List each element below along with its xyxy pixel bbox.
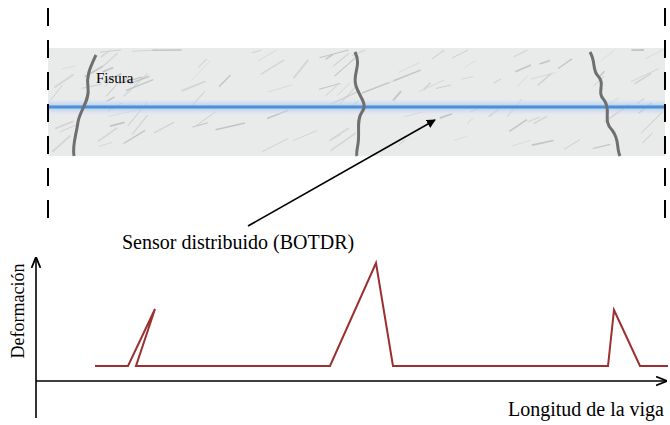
texture-stroke xyxy=(262,138,288,151)
section-line xyxy=(47,8,49,232)
texture-stroke xyxy=(329,128,349,141)
texture-stroke xyxy=(641,111,663,133)
texture-stroke xyxy=(531,73,555,79)
texture-stroke xyxy=(54,74,73,87)
texture-stroke xyxy=(532,141,554,146)
texture-stroke xyxy=(631,49,644,51)
texture-stroke xyxy=(511,140,530,146)
texture-stroke xyxy=(252,50,261,53)
texture-stroke xyxy=(534,116,547,123)
strain-curve xyxy=(95,263,668,366)
concrete-beam xyxy=(48,48,665,156)
texture-stroke xyxy=(436,85,451,89)
y-axis xyxy=(35,258,37,418)
texture-stroke xyxy=(98,128,117,141)
texture-stroke xyxy=(513,50,527,57)
sensor-label: Sensor distribuido (BOTDR) xyxy=(122,232,354,252)
crack xyxy=(73,55,96,156)
section-line xyxy=(664,8,666,232)
texture-stroke xyxy=(645,50,663,59)
texture-stroke xyxy=(601,50,615,61)
texture-stroke xyxy=(423,83,430,90)
texture-stroke xyxy=(564,140,580,150)
texture-stroke xyxy=(461,77,473,80)
texture-stroke xyxy=(558,59,572,69)
x-axis-title: Longitud de la viga xyxy=(508,399,664,419)
texture-stroke xyxy=(540,61,551,64)
fiber-sensor xyxy=(48,106,665,109)
texture-stroke xyxy=(333,53,349,66)
texture-stroke xyxy=(102,53,117,67)
texture-stroke xyxy=(464,61,475,68)
texture-stroke xyxy=(398,63,419,73)
texture-stroke xyxy=(517,75,528,86)
texture-stroke xyxy=(432,50,445,59)
texture-stroke xyxy=(182,81,206,91)
texture-stroke xyxy=(335,57,356,76)
texture-stroke xyxy=(191,60,211,81)
crack xyxy=(355,52,364,156)
crack xyxy=(590,52,620,156)
texture-stroke xyxy=(215,123,245,130)
texture-stroke xyxy=(294,60,309,78)
fiber-halo xyxy=(48,100,665,114)
texture-stroke xyxy=(61,66,76,69)
texture-stroke xyxy=(440,114,452,118)
texture-stroke xyxy=(394,70,421,81)
texture-stroke xyxy=(452,50,468,58)
texture-stroke xyxy=(419,80,444,92)
texture-stroke xyxy=(337,83,349,96)
texture-stroke xyxy=(52,136,70,152)
texture-stroke xyxy=(219,75,231,87)
texture-stroke xyxy=(198,59,206,67)
texture-stroke xyxy=(467,118,473,124)
texture-stroke xyxy=(99,142,113,146)
texture-stroke xyxy=(101,50,111,57)
texture-stroke xyxy=(593,144,610,148)
texture-stroke xyxy=(509,120,527,132)
texture-stroke xyxy=(362,83,389,93)
texture-stroke xyxy=(154,122,174,133)
texture-stroke xyxy=(50,85,62,101)
x-axis xyxy=(36,380,666,382)
texture-stroke xyxy=(631,69,659,82)
texture-stroke xyxy=(132,50,158,51)
y-axis-title: Deformación xyxy=(9,264,27,359)
texture-stroke xyxy=(393,91,401,101)
crack-label: Fisura xyxy=(96,71,134,86)
texture-stroke xyxy=(454,136,467,140)
texture-stroke xyxy=(258,50,276,61)
texture-stroke xyxy=(261,60,284,74)
texture-stroke xyxy=(192,123,207,127)
texture-stroke xyxy=(643,133,653,143)
texture-stroke xyxy=(293,130,318,141)
texture-stroke xyxy=(331,133,356,151)
texture-stroke xyxy=(515,65,531,72)
texture-stroke xyxy=(268,85,292,92)
texture-stroke xyxy=(332,134,341,140)
texture-stroke xyxy=(527,117,539,122)
texture-stroke xyxy=(494,79,501,84)
texture-stroke xyxy=(110,122,125,126)
leader-arrow xyxy=(248,120,435,226)
texture-stroke xyxy=(319,83,340,89)
texture-stroke xyxy=(132,115,148,135)
